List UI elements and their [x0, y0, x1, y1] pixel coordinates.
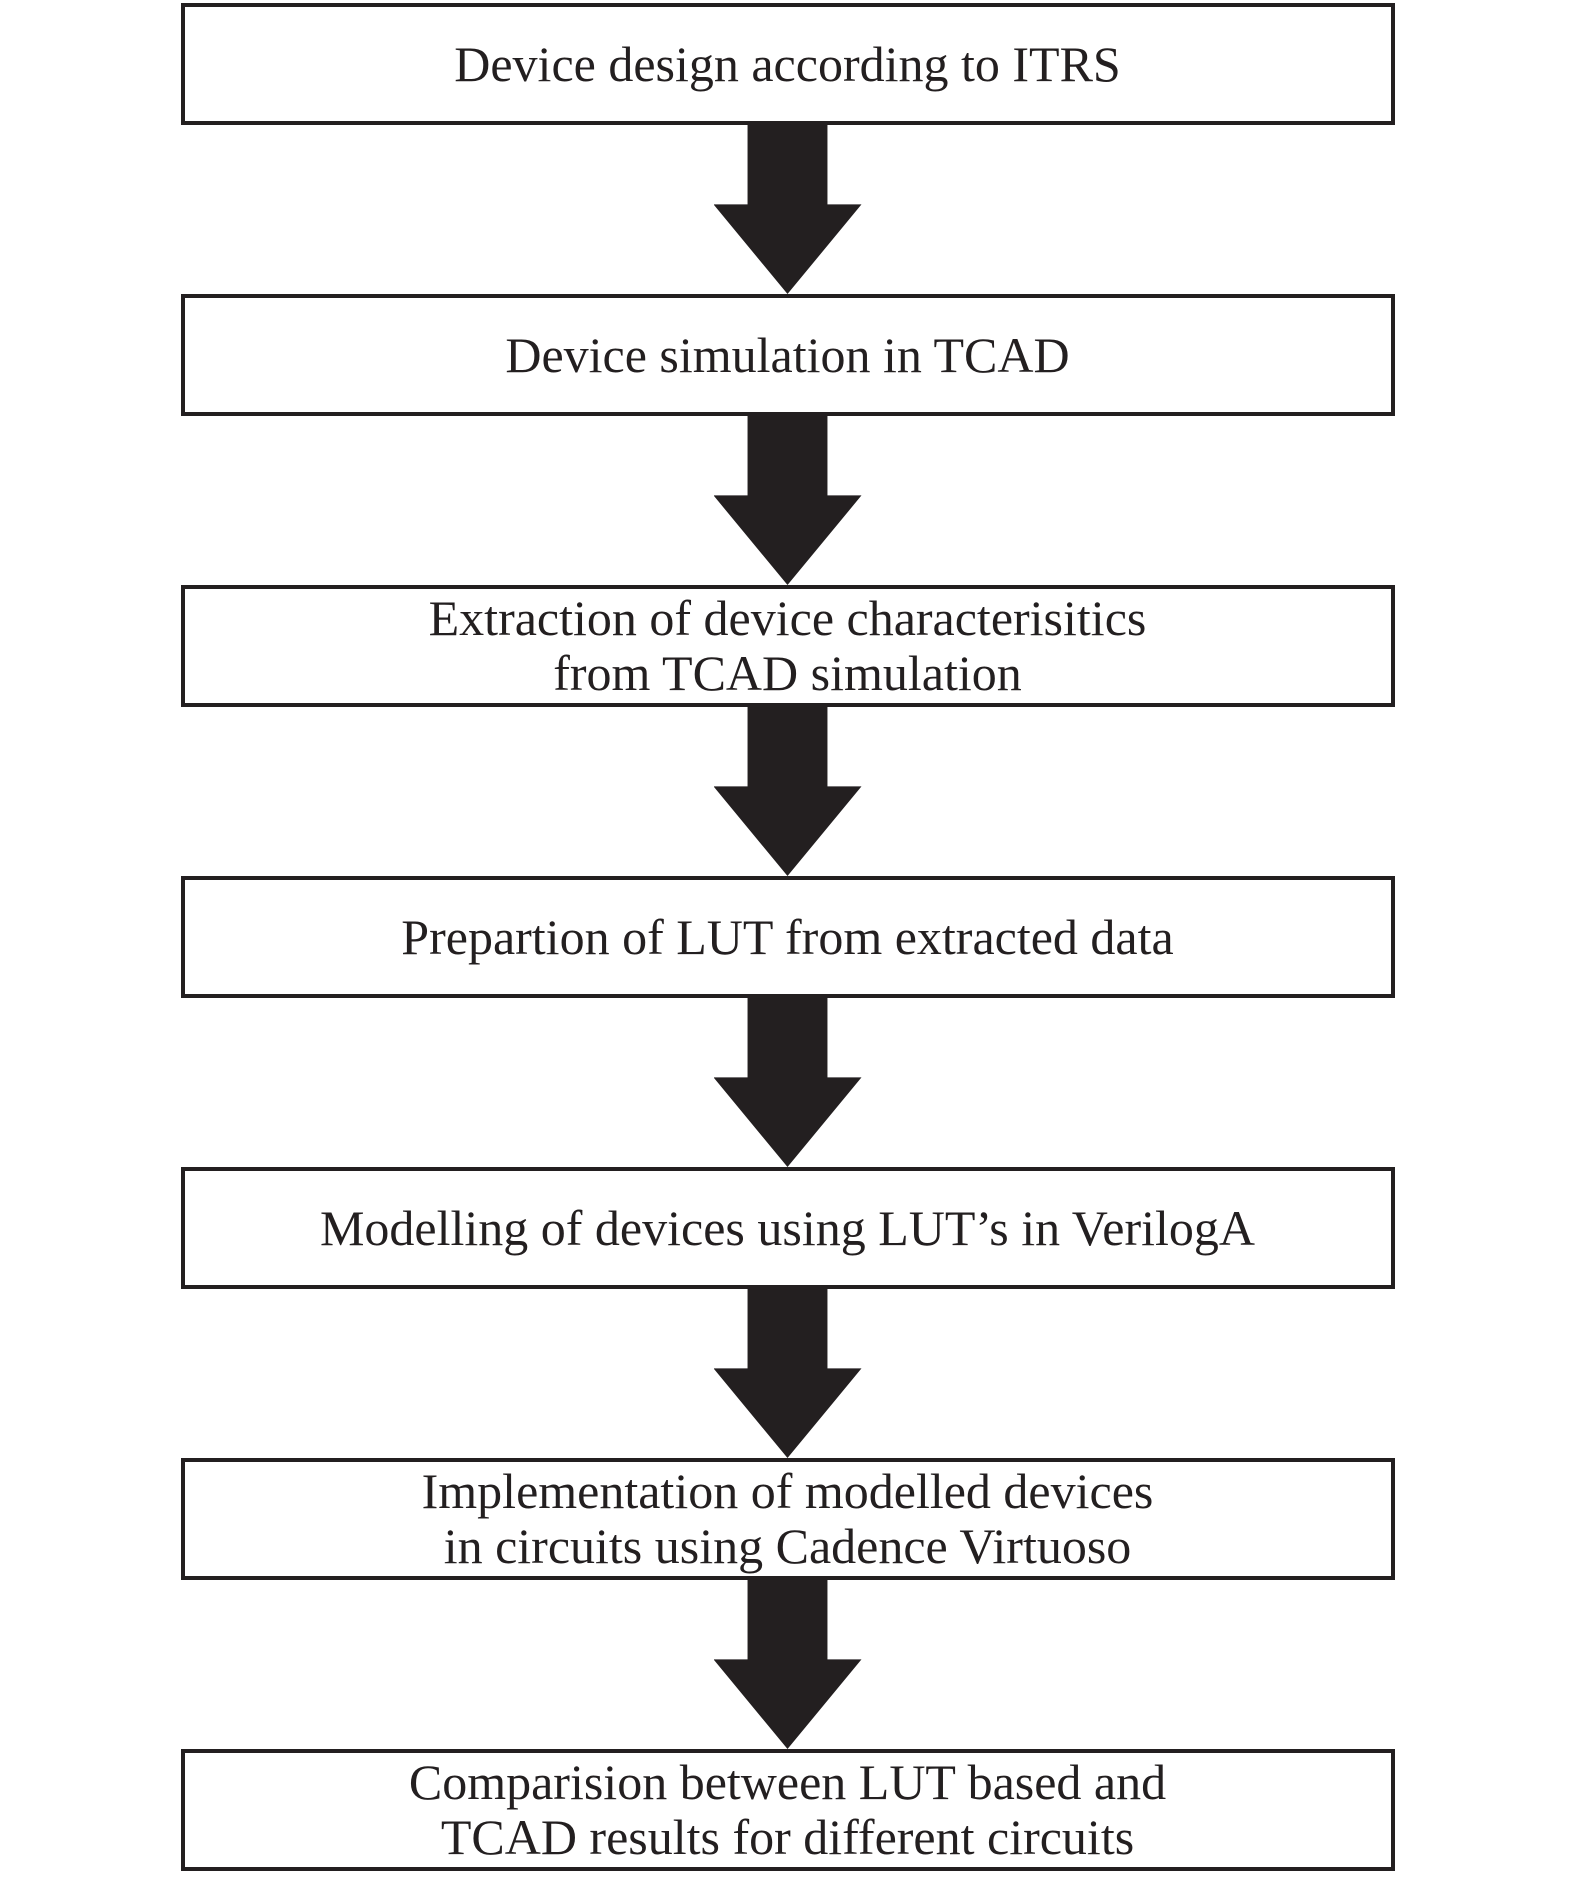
- connector-gap: [181, 1580, 1395, 1749]
- down-arrow-icon: [713, 998, 862, 1167]
- down-arrow-icon: [713, 707, 862, 876]
- step-label: in circuits using Cadence Virtuoso: [443, 1518, 1132, 1574]
- step-label: Modelling of devices using LUT’s in Veri…: [319, 1199, 1256, 1256]
- down-arrow-icon: [713, 1289, 862, 1458]
- connector-gap: [181, 998, 1395, 1167]
- down-arrow-icon: [713, 1580, 862, 1749]
- step-box-comparison-results: Comparision between LUT based and TCAD r…: [180, 1749, 1395, 1871]
- step-box-cadence-implementation: Implementation of modelled devices in ci…: [180, 1458, 1395, 1580]
- step-label: Comparision between LUT based and: [408, 1754, 1167, 1810]
- flowchart: Device design according to ITRS Device s…: [180, 0, 1395, 1871]
- connector-gap: [181, 125, 1395, 294]
- step-label: TCAD results for different circuits: [440, 1809, 1135, 1865]
- step-label: Device simulation in TCAD: [505, 326, 1070, 383]
- connector-gap: [181, 707, 1395, 876]
- step-label: Prepartion of LUT from extracted data: [401, 908, 1174, 965]
- step-box-lut-preparation: Prepartion of LUT from extracted data: [180, 876, 1395, 998]
- connector-gap: [181, 416, 1395, 585]
- step-label: from TCAD simulation: [553, 645, 1022, 701]
- down-arrow-icon: [713, 416, 862, 585]
- step-label: Implementation of modelled devices: [421, 1463, 1154, 1519]
- step-label: Extraction of device characterisitics: [428, 590, 1147, 646]
- connector-gap: [181, 1289, 1395, 1458]
- step-box-device-design: Device design according to ITRS: [180, 3, 1395, 125]
- step-box-extraction-characteristics: Extraction of device characterisitics fr…: [180, 585, 1395, 707]
- step-box-device-simulation: Device simulation in TCAD: [180, 294, 1395, 416]
- down-arrow-icon: [713, 125, 862, 294]
- step-label: Device design according to ITRS: [454, 35, 1121, 92]
- step-box-veriloga-modelling: Modelling of devices using LUT’s in Veri…: [180, 1167, 1395, 1289]
